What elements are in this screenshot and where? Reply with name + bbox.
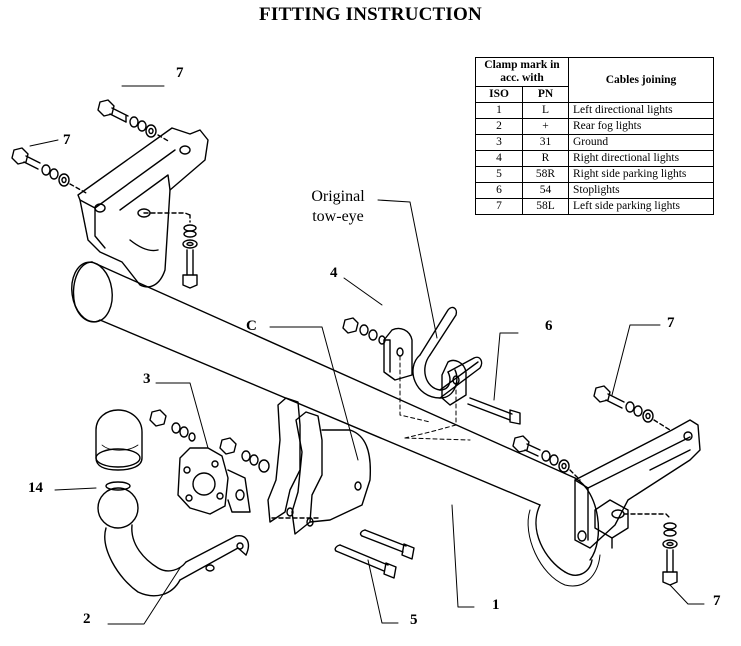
bolt-vertical-left bbox=[143, 212, 198, 289]
left-bracket bbox=[77, 127, 209, 288]
alignment-lines bbox=[399, 355, 471, 441]
callout-7-bottom-right: 7 bbox=[713, 593, 721, 609]
callout-c: C bbox=[246, 318, 257, 334]
iso-cell: 5 bbox=[474, 166, 524, 183]
side-plate-c bbox=[267, 397, 372, 535]
cable-cell: Stoplights bbox=[568, 182, 714, 199]
cable-cell: Left side parking lights bbox=[568, 198, 714, 215]
iso-cell: 2 bbox=[474, 118, 524, 135]
tow-ball-cover bbox=[95, 409, 143, 471]
cable-cell: Right side parking lights bbox=[568, 166, 714, 183]
header-pn: PN bbox=[522, 86, 569, 103]
bolts-5 bbox=[334, 529, 415, 579]
callout-7-second-left: 7 bbox=[63, 132, 71, 148]
header-iso: ISO bbox=[474, 86, 524, 103]
page-title: FITTING INSTRUCTION bbox=[259, 4, 482, 25]
pn-cell: 31 bbox=[522, 134, 569, 151]
bolt-7-second-left bbox=[11, 147, 89, 195]
callout-7-top-left: 7 bbox=[176, 65, 184, 81]
pn-cell: 58L bbox=[522, 198, 569, 215]
callout-4: 4 bbox=[330, 265, 338, 281]
bolt-middle-right bbox=[512, 435, 581, 481]
plate-6 bbox=[441, 359, 521, 425]
cable-legend-table: Clamp mark in acc. with Cables joining I… bbox=[474, 57, 714, 215]
pn-cell: 58R bbox=[522, 166, 569, 183]
tow-eye-label-line2: tow-eye bbox=[312, 208, 364, 225]
callout-5: 5 bbox=[410, 612, 418, 628]
table-row: 4 R Right directional lights bbox=[474, 150, 714, 167]
plate-4 bbox=[342, 317, 413, 381]
iso-cell: 3 bbox=[474, 134, 524, 151]
bolt-7-top-left bbox=[97, 99, 171, 143]
pn-cell: R bbox=[522, 150, 569, 167]
tow-eye-label: Original tow-eye bbox=[298, 187, 378, 227]
header-clamp-mark: Clamp mark in acc. with bbox=[475, 57, 569, 87]
callout-7-top-right: 7 bbox=[667, 315, 675, 331]
pn-cell: L bbox=[522, 102, 569, 119]
cable-cell: Rear fog lights bbox=[568, 118, 714, 135]
tow-ball-neck bbox=[97, 481, 250, 597]
table-row: 2 + Rear fog lights bbox=[474, 118, 714, 135]
bolt-7-top-right bbox=[593, 385, 671, 431]
iso-cell: 1 bbox=[474, 102, 524, 119]
cable-cell: Right directional lights bbox=[568, 150, 714, 167]
iso-cell: 4 bbox=[474, 150, 524, 167]
table-row: 7 58L Left side parking lights bbox=[474, 198, 714, 215]
tow-eye-label-line1: Original bbox=[311, 188, 365, 205]
table-row: 1 L Left directional lights bbox=[474, 102, 714, 119]
leader-lines bbox=[29, 85, 705, 625]
cable-cell: Left directional lights bbox=[568, 102, 714, 119]
iso-cell: 7 bbox=[474, 198, 524, 215]
callout-6: 6 bbox=[545, 318, 553, 334]
fasteners-3 bbox=[149, 409, 270, 473]
callout-1: 1 bbox=[492, 597, 500, 613]
cable-cell: Ground bbox=[568, 134, 714, 151]
bolt-vertical-right bbox=[623, 513, 678, 586]
right-bracket bbox=[574, 419, 701, 549]
original-tow-eye bbox=[412, 306, 483, 399]
ball-mount-plate-3 bbox=[177, 447, 251, 515]
pn-cell: + bbox=[522, 118, 569, 135]
tow-eye-pointer bbox=[377, 199, 438, 339]
table-row: 6 54 Stoplights bbox=[474, 182, 714, 199]
pn-cell: 54 bbox=[522, 182, 569, 199]
callout-2: 2 bbox=[83, 611, 91, 627]
callout-14: 14 bbox=[28, 480, 43, 496]
table-row: 3 31 Ground bbox=[474, 134, 714, 151]
callout-3: 3 bbox=[143, 371, 151, 387]
header-cables-joining: Cables joining bbox=[568, 57, 714, 103]
table-row: 5 58R Right side parking lights bbox=[474, 166, 714, 183]
iso-cell: 6 bbox=[474, 182, 524, 199]
